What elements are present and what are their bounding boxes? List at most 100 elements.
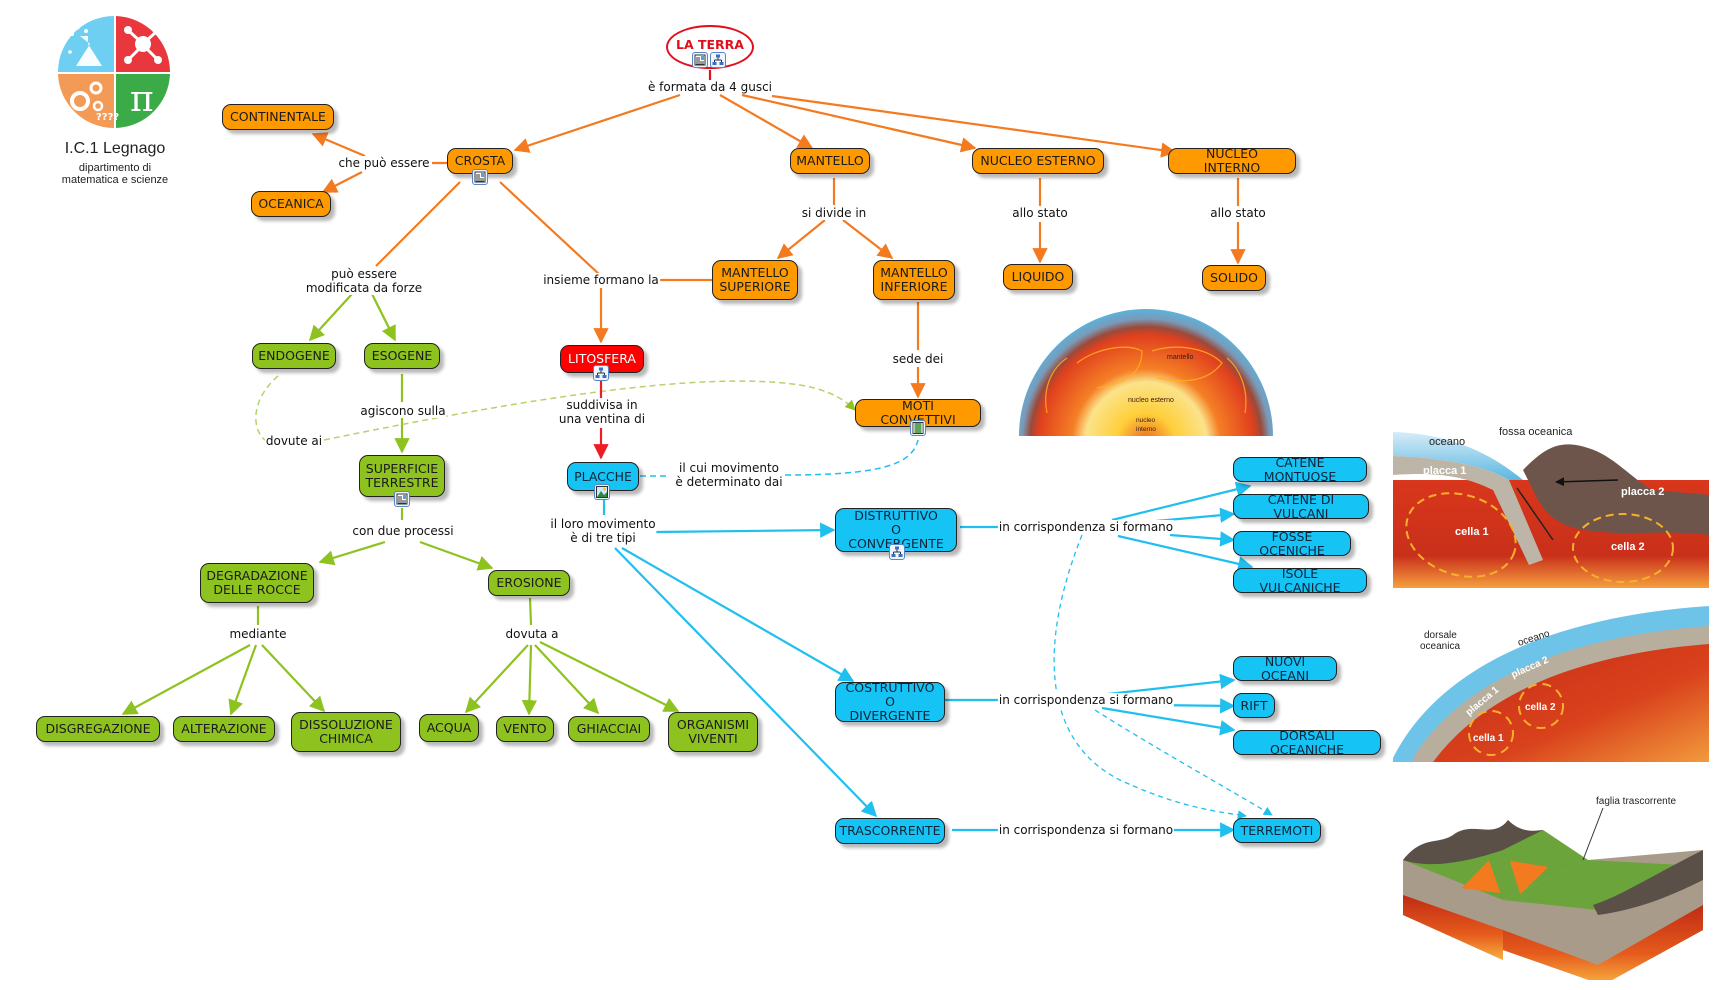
concept-isole-vulcaniche[interactable]: ISOLE VULCANICHE [1233, 566, 1367, 594]
concept-catene-vulcani[interactable]: CATENE DI VULCANI [1233, 491, 1369, 521]
concept-oceanica[interactable]: OCEANICA [251, 191, 331, 217]
concept-label: NUCLEO INTERNO [1203, 146, 1261, 175]
concept-acqua[interactable]: ACQUA [419, 714, 479, 742]
link-to-isole [1117, 534, 1254, 572]
link-to-catene-vulcani [1155, 507, 1236, 523]
concept-label: NUOVI OCEANI [1260, 653, 1310, 683]
concept-label: VENTO [503, 721, 547, 736]
svg-text:π: π [130, 79, 154, 120]
image-label: nucleo [1136, 417, 1156, 424]
concept-label: CATENE DI VULCANI [1267, 491, 1335, 521]
concept-map-icon[interactable] [593, 365, 609, 381]
concept-erosione[interactable]: EROSIONE [488, 570, 570, 596]
concept-label: CROSTA [454, 153, 506, 168]
linking-phrase: è formata da 4 gusci [646, 80, 774, 94]
concept-esogene[interactable]: ESOGENE [364, 343, 440, 369]
concept-costruttivo-divergente[interactable]: COSTRUTTIVO O DIVERGENTE [835, 681, 945, 723]
earth-section-image: mantello nucleo esterno nucleo interno [1017, 303, 1275, 436]
concept-label: DISGREGAZIONE [45, 721, 151, 736]
link-crosta-forze [375, 181, 461, 267]
link-to-crosta [513, 93, 681, 153]
concept-superficie-terrestre[interactable]: SUPERFICIE TERRESTRE [359, 455, 445, 497]
concept-ghiacciai[interactable]: GHIACCIAI [568, 716, 650, 742]
concept-fosse-oceaniche[interactable]: FOSSE OCENICHE [1233, 528, 1351, 558]
linking-phrase: il cui movimento è determinato dai [674, 461, 784, 489]
link-to-costruttivo [621, 547, 855, 682]
concept-vento[interactable]: VENTO [496, 716, 554, 742]
link-to-mantello [719, 94, 814, 149]
concept-nucleo-esterno[interactable]: NUCLEO ESTERNO [972, 148, 1104, 174]
concept-endogene[interactable]: ENDOGENE [252, 343, 336, 369]
image-label: cella 2 [1525, 702, 1556, 713]
convergent-plates-image: oceano fossa oceanica placca 1 placca 2 … [1393, 420, 1709, 588]
linking-phrase: agiscono sulla [359, 404, 447, 418]
concept-label: MANTELLO [796, 153, 864, 168]
image-label: cella 1 [1455, 526, 1489, 538]
image-label: nucleo esterno [1128, 397, 1174, 404]
concept-catene-montuose[interactable]: CATENE MONTUOSE [1233, 455, 1367, 483]
concept-label: DORSALI OCEANICHE [1269, 727, 1345, 757]
linking-phrase: con due processi [351, 524, 455, 538]
concept-solido[interactable]: SOLIDO [1202, 265, 1266, 291]
concept-map-icon[interactable] [889, 544, 905, 560]
link-to-nucleo-esterno [741, 93, 977, 153]
concept-organismi-viventi[interactable]: ORGANISMI VIVENTI [668, 712, 758, 752]
concept-continentale[interactable]: CONTINENTALE [222, 104, 334, 130]
concept-liquido[interactable]: LIQUIDO [1003, 264, 1073, 290]
image-label: dorsale [1424, 630, 1457, 641]
concept-degradazione-rocce[interactable]: DEGRADAZIONE DELLE ROCCE [200, 563, 314, 603]
link-to-dissoluzione [261, 644, 326, 713]
linking-phrase: in corrispondenza si formano [997, 520, 1175, 534]
linking-phrase: il loro movimento è di tre tipi [549, 517, 657, 545]
flask-icon [58, 16, 114, 72]
concept-rift[interactable]: RIFT [1233, 693, 1275, 718]
concept-label: ENDOGENE [258, 348, 330, 363]
concept-dorsali-oceaniche[interactable]: DORSALI OCEANICHE [1233, 727, 1381, 757]
concept-label: DISTRUTTIVO O CONVERGENTE [848, 508, 944, 551]
concept-nucleo-interno[interactable]: NUCLEO INTERNO [1168, 146, 1296, 175]
concept-label: LITOSFERA [568, 351, 636, 366]
linking-phrase: in corrispondenza si formano [997, 693, 1175, 707]
concept-mantello[interactable]: MANTELLO [790, 148, 870, 174]
video-icon[interactable] [910, 420, 926, 436]
document-image-icon[interactable] [394, 491, 410, 507]
image-label: placca 2 [1621, 486, 1664, 498]
concept-mantello-superiore[interactable]: MANTELLO SUPERIORE [712, 260, 798, 300]
link-to-alterazione [228, 644, 258, 716]
concept-label: MOTI CONVETTIVI [880, 398, 955, 427]
concept-trascorrente[interactable]: TRASCORRENTE [835, 818, 945, 844]
concept-alterazione[interactable]: ALTERAZIONE [173, 716, 275, 742]
concept-dissoluzione-chimica[interactable]: DISSOLUZIONE CHIMICA [291, 712, 401, 752]
image-label: placca 1 [1423, 465, 1466, 477]
concept-label: MANTELLO SUPERIORE [719, 265, 791, 294]
link-to-disgregazione [121, 644, 251, 715]
link-to-acqua [464, 644, 529, 714]
transform-fault-image: faglia trascorrente [1393, 780, 1709, 980]
link-to-ghiacciai [534, 644, 600, 715]
document-image-icon[interactable] [692, 52, 708, 68]
linking-phrase: sede dei [891, 352, 945, 366]
link-to-endogene [308, 293, 353, 342]
link-to-dorsali [1101, 706, 1236, 736]
linking-phrase: dovuta a [504, 627, 560, 641]
image-label: mantello [1167, 354, 1194, 361]
image-icon[interactable] [594, 484, 610, 500]
concept-label: SOLIDO [1210, 270, 1258, 285]
concept-mantello-inferiore[interactable]: MANTELLO INFERIORE [873, 260, 955, 300]
link-to-fosse [1169, 531, 1236, 547]
image-label: cella 2 [1611, 541, 1645, 553]
linking-phrase: dovute ai [264, 434, 324, 448]
concept-label: FOSSE OCENICHE [1259, 528, 1325, 558]
department-name: dipartimento di matematica e scienze [61, 162, 169, 186]
divergent-plates-image: dorsale oceanica oceano placca 1 placca … [1393, 598, 1709, 762]
root-label: LA TERRA [676, 37, 744, 52]
concept-nuovi-oceani[interactable]: NUOVI OCEANI [1233, 653, 1337, 683]
concept-disgregazione[interactable]: DISGREGAZIONE [36, 716, 160, 742]
concept-terremoti[interactable]: TERREMOTI [1233, 818, 1321, 843]
concept-map-icon[interactable] [710, 52, 726, 68]
link-endogene-dovute [255, 375, 279, 441]
concept-label: PLACCHE [574, 468, 632, 484]
document-image-icon[interactable] [472, 169, 488, 185]
link-crosta-insieme [499, 181, 601, 276]
link-to-organismi [539, 641, 680, 712]
